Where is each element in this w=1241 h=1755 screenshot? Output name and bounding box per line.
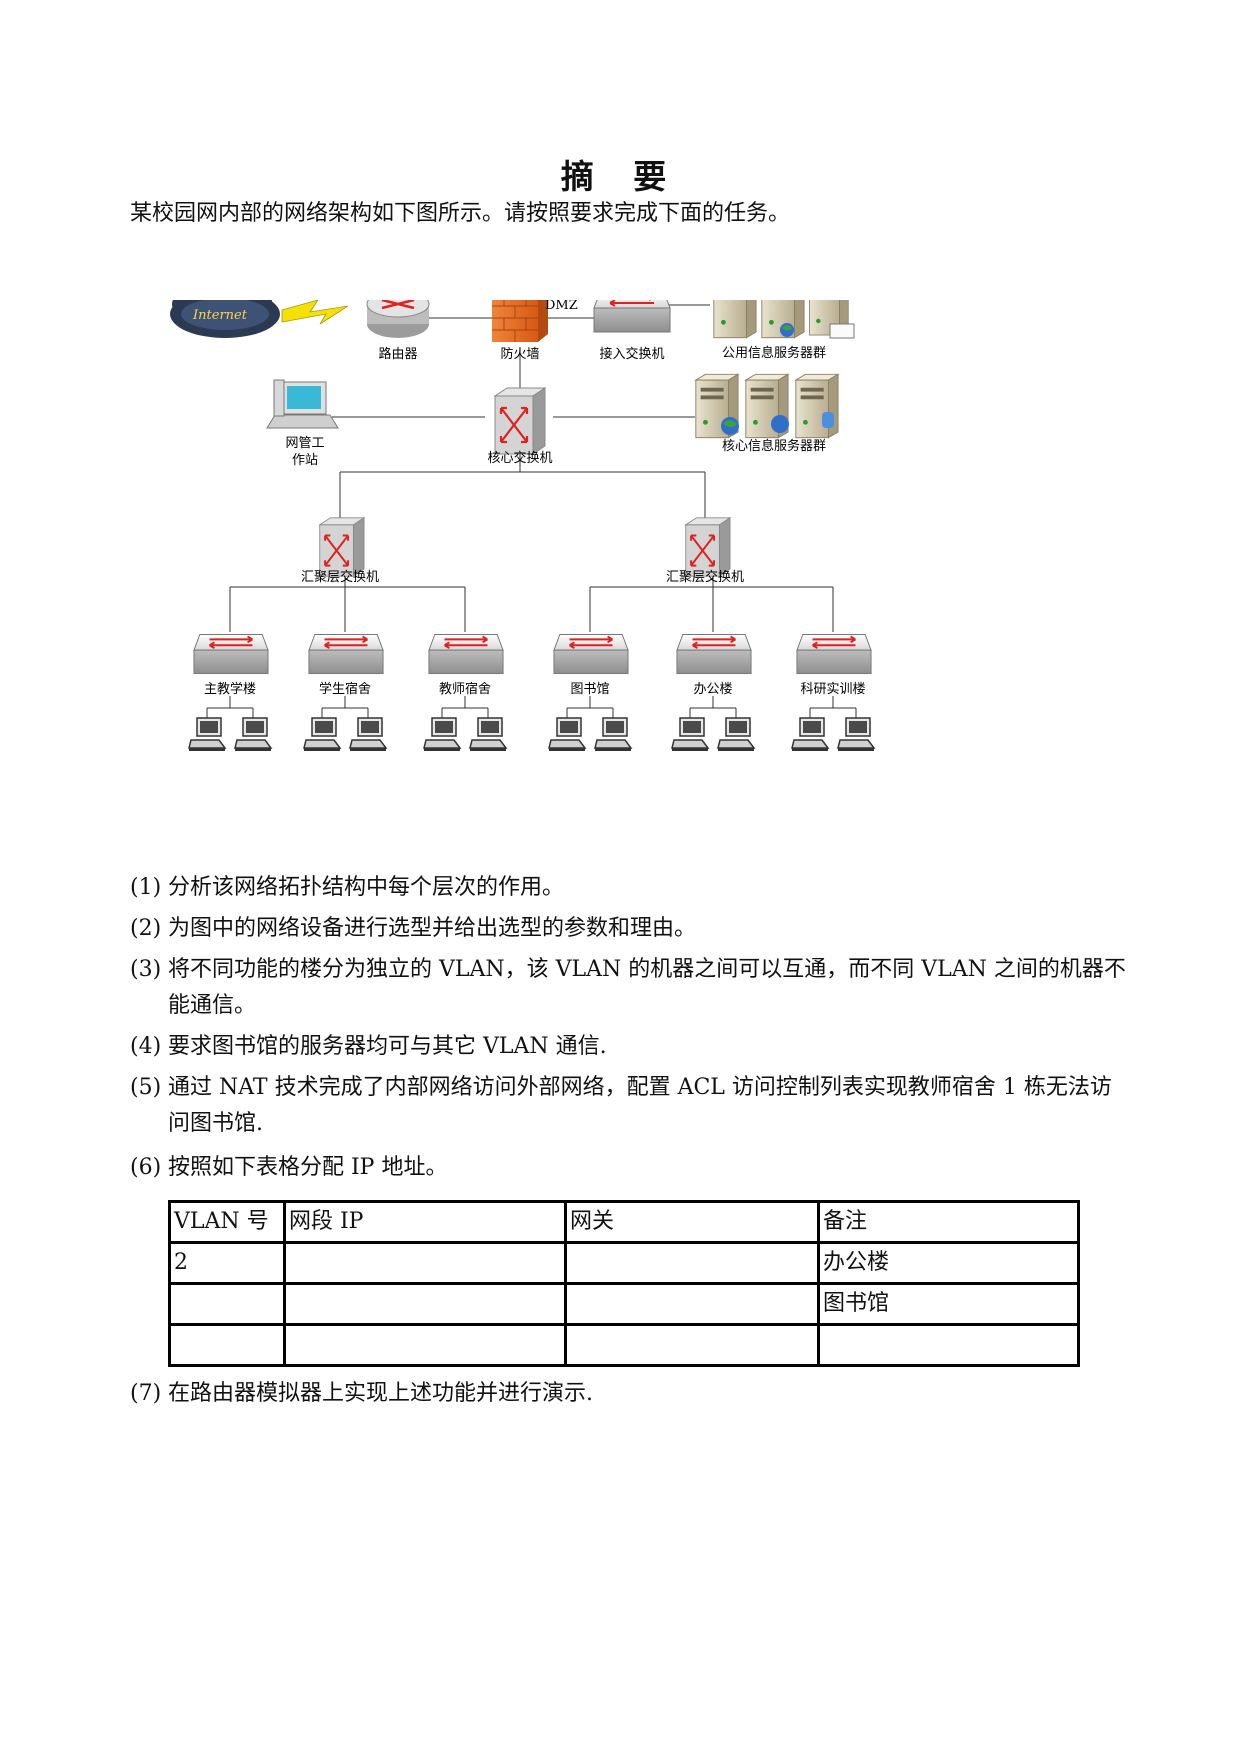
table-cell: 办公楼 [817, 1241, 1080, 1285]
table-cell [283, 1241, 567, 1285]
task-item: (4) 要求图书馆的服务器均可与其它 VLAN 通信. [130, 1034, 607, 1059]
table-header-cell: 网段 IP [283, 1200, 567, 1244]
access-switch-icon [593, 300, 671, 333]
workstation-label-line1: 网管工 [285, 436, 324, 451]
workstation-label-line2: 作站 [292, 453, 318, 468]
table-row: 2 办公楼 [168, 1241, 1080, 1285]
pc-icon [594, 717, 632, 752]
building-switch-icon [427, 633, 505, 675]
pc-icons [188, 717, 875, 752]
table-cell [168, 1323, 286, 1367]
pc-icon [837, 717, 875, 752]
connection-lines [206, 304, 857, 718]
building-switch-icon [552, 633, 630, 675]
table-header-cell: 网关 [564, 1200, 820, 1244]
pc-icon [548, 717, 586, 752]
pc-icon [234, 717, 272, 752]
table-cell [817, 1323, 1080, 1367]
table-header-cell: VLAN 号 [168, 1200, 286, 1244]
pc-icon [469, 717, 507, 752]
task-item: (5) 通过 NAT 技术完成了内部网络访问外部网络，配置 ACL 访问控制列表… [130, 1075, 1112, 1136]
table-cell: 2 [168, 1241, 286, 1285]
aggregation-switch-left-label: 汇聚层交换机 [301, 569, 379, 585]
pc-icon [791, 717, 829, 752]
wan-link-icon [281, 300, 349, 325]
workstation-icon [266, 379, 339, 429]
building-label: 办公楼 [693, 682, 732, 697]
firewall-icon [492, 300, 548, 342]
table-row: 图书馆 [168, 1282, 1080, 1326]
task-item: (1) 分析该网络拓扑结构中每个层次的作用。 [130, 875, 565, 900]
page-title: 摘 要 [560, 157, 681, 196]
firewall-label: 防火墙 [500, 346, 539, 362]
building-switch-icon [795, 633, 873, 675]
table-header-row: VLAN 号 网段 IP 网关 备注 [168, 1200, 1080, 1244]
ip-allocation-table: VLAN 号 网段 IP 网关 备注 2 办公楼 图书馆 [168, 1200, 1080, 1367]
core-switch-icon [493, 386, 547, 456]
table-cell [564, 1323, 820, 1367]
table-cell: 图书馆 [817, 1282, 1080, 1326]
table-header-cell: 备注 [817, 1200, 1080, 1244]
aggregation-switch-right-label: 汇聚层交换机 [666, 569, 744, 585]
building-switch-icon [307, 633, 385, 675]
core-server-group-icon [695, 373, 839, 439]
building-label: 主教学楼 [204, 681, 256, 697]
pc-icon [423, 717, 461, 752]
building-label: 科研实训楼 [800, 682, 865, 697]
table-cell [168, 1282, 286, 1326]
internet-cloud-icon: Internet [170, 300, 280, 338]
building-label: 教师宿舍 [439, 681, 491, 697]
router-icon [366, 300, 430, 338]
task-item: (2) 为图中的网络设备进行选型并给出选型的参数和理由。 [130, 916, 697, 941]
table-cell [283, 1282, 567, 1326]
router-label: 路由器 [378, 346, 417, 362]
intro-text: 某校园网内部的网络架构如下图所示。请按照要求完成下面的任务。 [130, 201, 791, 226]
access-switch-label: 接入交换机 [599, 346, 664, 362]
internet-label: Internet [192, 308, 248, 323]
building-switch-icon [192, 633, 270, 675]
network-topology-diagram: Internet 路由器 防火墙 DMZ 接入交换机 公用信息服 [170, 300, 875, 752]
dmz-label: DMZ [545, 300, 578, 313]
table-cell [564, 1241, 820, 1285]
table-cell [283, 1323, 567, 1367]
building-label: 图书馆 [570, 682, 609, 697]
core-switch-label: 核心交换机 [487, 450, 552, 466]
task-item: (7) 在路由器模拟器上实现上述功能并进行演示. [130, 1381, 593, 1406]
pc-icon [717, 717, 755, 752]
pc-icon [303, 717, 341, 752]
public-servers-label: 公用信息服务器群 [722, 345, 826, 361]
pc-icon [188, 717, 226, 752]
building-switch-icon [675, 633, 753, 675]
pc-icon [349, 717, 387, 752]
table-row [168, 1323, 1080, 1367]
pc-icon [671, 717, 709, 752]
public-server-group-icon [713, 300, 855, 339]
table-cell [564, 1282, 820, 1326]
core-servers-label: 核心信息服务器群 [722, 438, 826, 454]
aggregation-switch-right-icon [684, 516, 732, 578]
task-item: (3) 将不同功能的楼分为独立的 VLAN，该 VLAN 的机器之间可以互通，而… [130, 957, 1126, 1018]
building-label: 学生宿舍 [319, 681, 371, 697]
aggregation-switch-left-icon [318, 516, 366, 578]
task-item: (6) 按照如下表格分配 IP 地址。 [130, 1155, 448, 1180]
